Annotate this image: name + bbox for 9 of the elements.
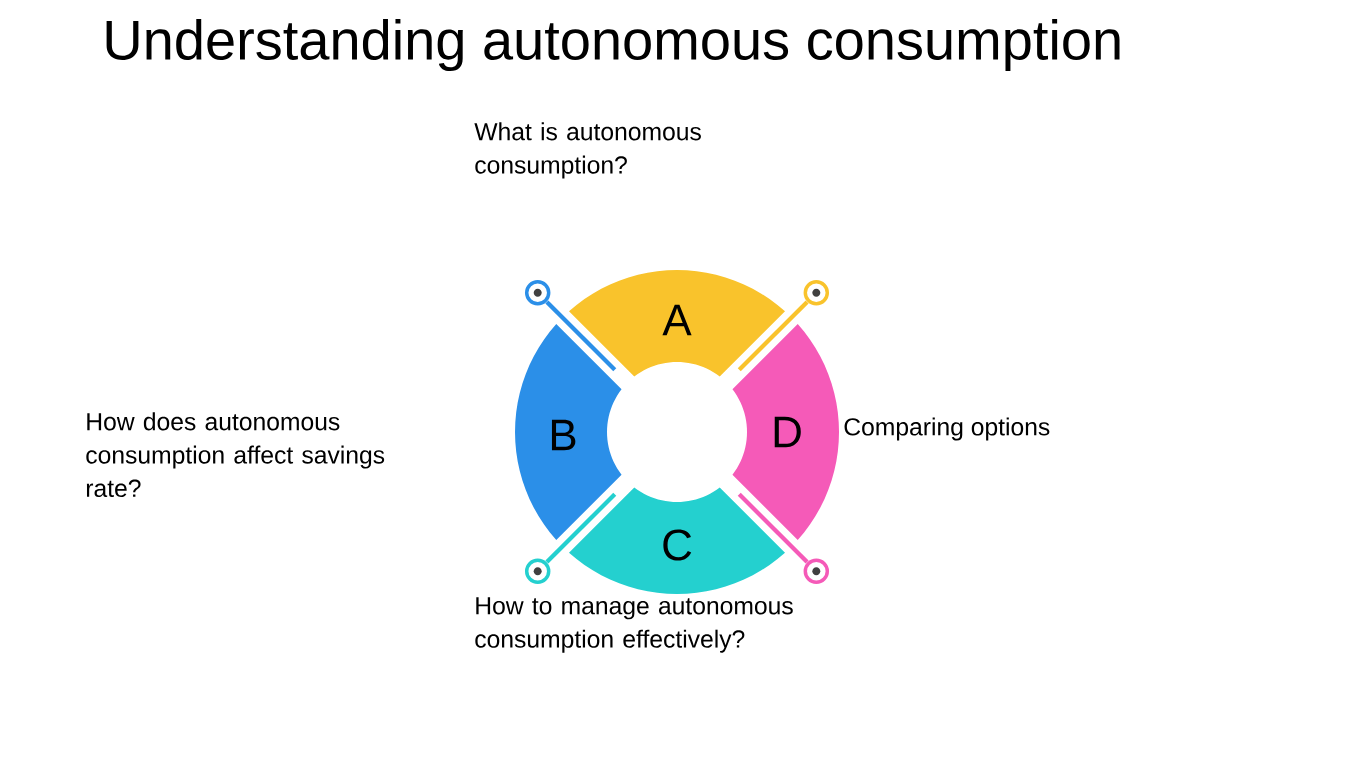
ring-segment: D bbox=[732, 324, 839, 540]
ring-segment: C bbox=[569, 487, 785, 594]
question-text: How does autonomous consumption affect savings rate? bbox=[86, 412, 385, 498]
question-text: What is autonomous consumption? bbox=[474, 122, 701, 179]
title: Understanding autonomous consumption bbox=[106, 18, 1120, 72]
ring-segment: B bbox=[515, 324, 622, 540]
question-text: How to manage autonomous consumption effectively? bbox=[475, 597, 793, 653]
question-text: Comparing options bbox=[844, 417, 1050, 441]
ring-segment: A bbox=[569, 270, 785, 377]
